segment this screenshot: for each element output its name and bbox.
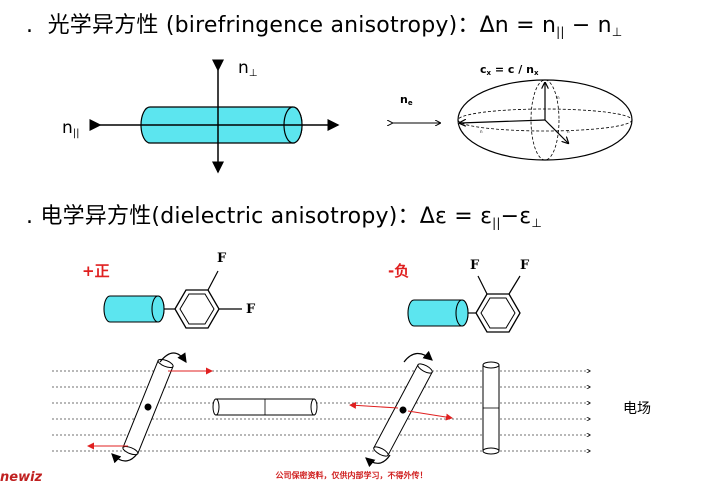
sub-perp: ⊥: [531, 216, 543, 230]
label-negative: -负: [388, 262, 410, 280]
molecule-negative: [407, 275, 521, 333]
title-cn: 光学异方性: [47, 13, 159, 38]
formula-minus: −ε: [500, 204, 532, 229]
sub-parallel: ||: [492, 216, 501, 230]
rotation-arrow-top-2: [403, 350, 433, 363]
red-arrow-left-2: [349, 401, 399, 409]
rotation-arrow-bottom-2: [365, 454, 391, 468]
company-logo: newiz: [0, 470, 43, 485]
rod-tilted-positive: [122, 358, 174, 456]
colon: ：: [397, 204, 420, 229]
atom-f: F: [470, 258, 480, 273]
label-n-perp: n⊥: [238, 58, 258, 79]
atom-f: F: [520, 258, 530, 273]
atom-f: F: [217, 251, 227, 266]
label-n-parallel: n||: [62, 118, 80, 139]
label-ne: ne: [400, 93, 413, 107]
label-positive: +正: [82, 262, 110, 280]
bullet: .: [26, 204, 34, 229]
index-ellipsoid: n n n: [457, 79, 633, 161]
bullet: .: [26, 13, 34, 38]
atom-f: F: [246, 302, 256, 317]
svg-text:n: n: [557, 95, 560, 100]
heading-birefringence: . 光学异方性 (birefringence anisotropy)：Δn = …: [26, 7, 622, 39]
heading-dielectric: . 电学异方性(dielectric anisotropy)：Δε = ε||−…: [26, 198, 542, 230]
rod-vertical: [482, 361, 500, 455]
title-en: (birefringence anisotropy): [165, 13, 458, 38]
formula: Δn = n: [479, 13, 557, 38]
sub-parallel: ||: [556, 25, 565, 39]
molecule-positive: [103, 270, 242, 329]
title-en: (dielectric anisotropy): [151, 204, 398, 229]
red-arrow-right-2: [407, 410, 453, 421]
ellipsoid-formula: cx = c / nx: [480, 63, 539, 77]
formula-minus: − n: [564, 13, 612, 38]
rotation-arrow-bottom: [111, 453, 138, 464]
sub-perp: ⊥: [611, 25, 623, 39]
svg-text:n: n: [480, 129, 483, 134]
confidential-notice: 公司保密资料，仅供内部学习，不得外传！: [275, 471, 428, 480]
formula: Δε = ε: [419, 204, 493, 229]
colon: ：: [457, 13, 480, 38]
rod-tilted-negative: [373, 363, 433, 457]
label-electric-field: 电场: [623, 401, 651, 417]
rotation-arrow-top: [159, 352, 187, 363]
rod-horizontal: [212, 398, 318, 416]
title-cn: 电学异方性: [40, 204, 152, 229]
svg-text:n: n: [567, 129, 570, 134]
